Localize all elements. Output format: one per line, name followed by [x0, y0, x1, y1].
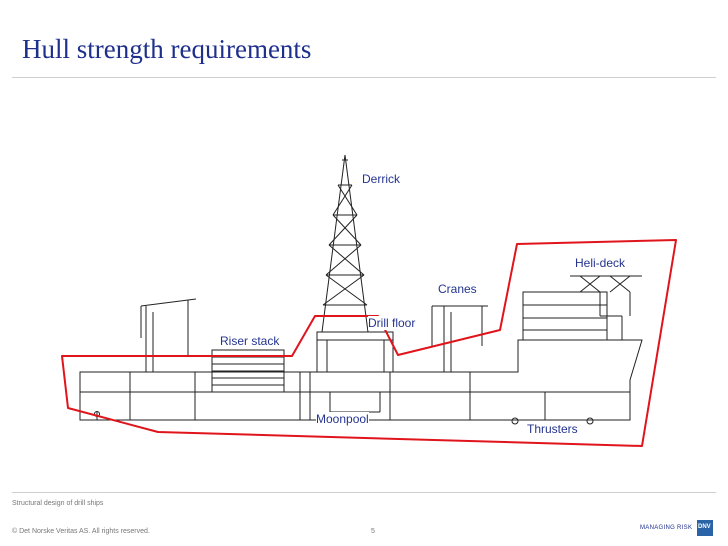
- logo-text: MANAGING RISK: [640, 525, 693, 531]
- footer-divider: [12, 492, 716, 493]
- footer-subtitle: Structural design of drill ships: [12, 500, 104, 507]
- moonpool-label: Moonpool: [316, 412, 369, 426]
- ship-hull: [79, 339, 643, 421]
- derrick-label: Derrick: [362, 172, 400, 186]
- footer-copyright: © Det Norske Veritas AS. All rights rese…: [12, 528, 150, 535]
- riser-stack-label: Riser stack: [220, 334, 280, 348]
- aft-crane: [140, 298, 197, 372]
- slide-title: Hull strength requirements: [22, 34, 312, 64]
- drill-floor-label: Drill floor: [368, 316, 416, 330]
- dnv-logo-icon: DNV: [697, 520, 713, 536]
- page-number: 5: [371, 528, 375, 535]
- cranes-label: Cranes: [438, 282, 477, 296]
- superstructure: [522, 275, 642, 341]
- drill-floor: [316, 331, 394, 373]
- hull-girder-outline: [61, 239, 677, 447]
- heli-deck-label: Heli-deck: [575, 256, 626, 270]
- logo-mark: DNV: [698, 524, 711, 530]
- derrick-tower: [321, 154, 369, 333]
- title-divider: [12, 77, 716, 78]
- thrusters-label: Thrusters: [527, 422, 578, 436]
